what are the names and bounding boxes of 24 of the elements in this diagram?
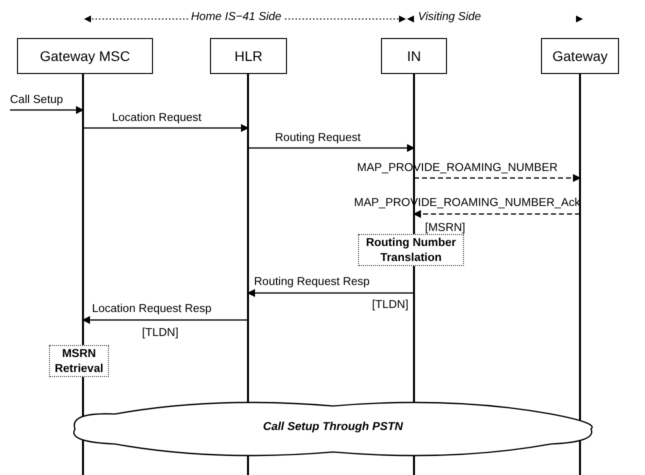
message-arrow bbox=[10, 106, 84, 114]
side-label: Home IS−41 Side bbox=[190, 11, 282, 23]
message-arrow bbox=[247, 289, 414, 297]
parameter-label: [TLDN] bbox=[372, 299, 408, 311]
participant-box: Gateway MSC bbox=[17, 38, 153, 74]
message-arrow bbox=[83, 124, 249, 132]
side-label: Visiting Side bbox=[418, 11, 482, 23]
parameter-label: [MSRN] bbox=[425, 222, 466, 234]
message-label: Call Setup bbox=[10, 94, 64, 106]
parameter-label: [TLDN] bbox=[142, 327, 178, 339]
participant-box: HLR bbox=[210, 38, 287, 74]
message-arrow bbox=[413, 210, 580, 218]
message-label: Routing Request bbox=[275, 132, 361, 144]
message-label: Location Request Resp bbox=[92, 303, 212, 315]
participant-box: IN bbox=[381, 38, 447, 74]
message-arrow bbox=[414, 174, 581, 182]
message-arrow bbox=[82, 316, 248, 324]
participant-box: Gateway bbox=[541, 38, 619, 74]
process-note: Routing Number Translation bbox=[358, 234, 464, 266]
cloud-label: Call Setup Through PSTN bbox=[262, 421, 404, 433]
message-arrow bbox=[248, 144, 415, 152]
message-label: Routing Request Resp bbox=[254, 276, 370, 288]
message-label: Location Request bbox=[112, 112, 202, 124]
cloud-shape bbox=[73, 402, 593, 456]
